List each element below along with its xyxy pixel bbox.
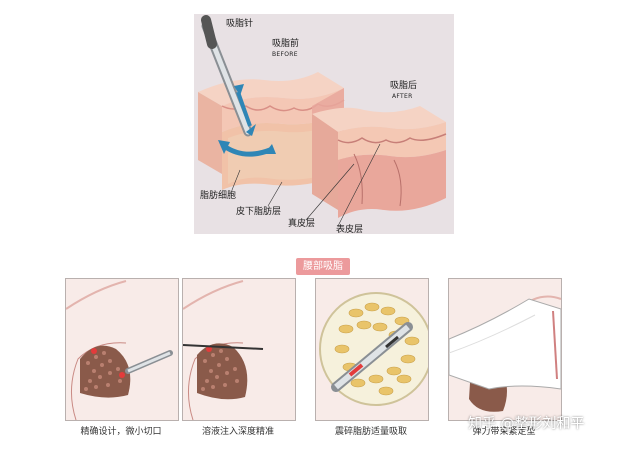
label-after-en: AFTER (392, 93, 413, 100)
step-panel-suction (315, 278, 429, 421)
watermark: 知乎 @整形刘和平 (468, 416, 585, 432)
label-before-cn: 吸脂前 (272, 39, 300, 49)
motion-arrows (218, 84, 276, 157)
injection-illustration (183, 279, 295, 420)
section-title-badge: 腰部吸脂 (296, 258, 350, 275)
label-after-cn: 吸脂后 (390, 81, 418, 91)
caption-step-3: 震碎脂肪适量吸取 (334, 427, 407, 437)
label-subcutaneous-fat: 皮下脂肪层 (236, 207, 282, 217)
label-dermis: 真皮层 (288, 219, 316, 229)
label-cannula: 吸脂针 (226, 19, 254, 29)
liposuction-before-after-diagram: 吸脂针 吸脂前 BEFORE 吸脂后 AFTER 脂肪细胞 皮下脂肪层 真皮层 … (194, 14, 454, 235)
caption-step-4: 弹力带束紧定型 (472, 427, 536, 437)
step-panel-compression (448, 278, 562, 421)
label-before-en: BEFORE (272, 51, 298, 58)
caption-step-1: 精确设计，微小切口 (80, 427, 162, 437)
compression-illustration (449, 279, 561, 420)
cannula-needle (201, 15, 253, 137)
leader-lines (231, 143, 381, 227)
incision-illustration (66, 279, 178, 420)
step-panel-injection (182, 278, 296, 421)
step-panel-incision (65, 278, 179, 421)
label-epidermis: 表皮层 (336, 225, 364, 235)
caption-step-2: 溶液注入深度精准 (201, 427, 274, 437)
after-skin-block (312, 106, 447, 218)
skin-layers-illustration (198, 15, 447, 227)
suction-illustration (316, 279, 428, 420)
label-fat-cells: 脂肪细胞 (200, 191, 237, 201)
